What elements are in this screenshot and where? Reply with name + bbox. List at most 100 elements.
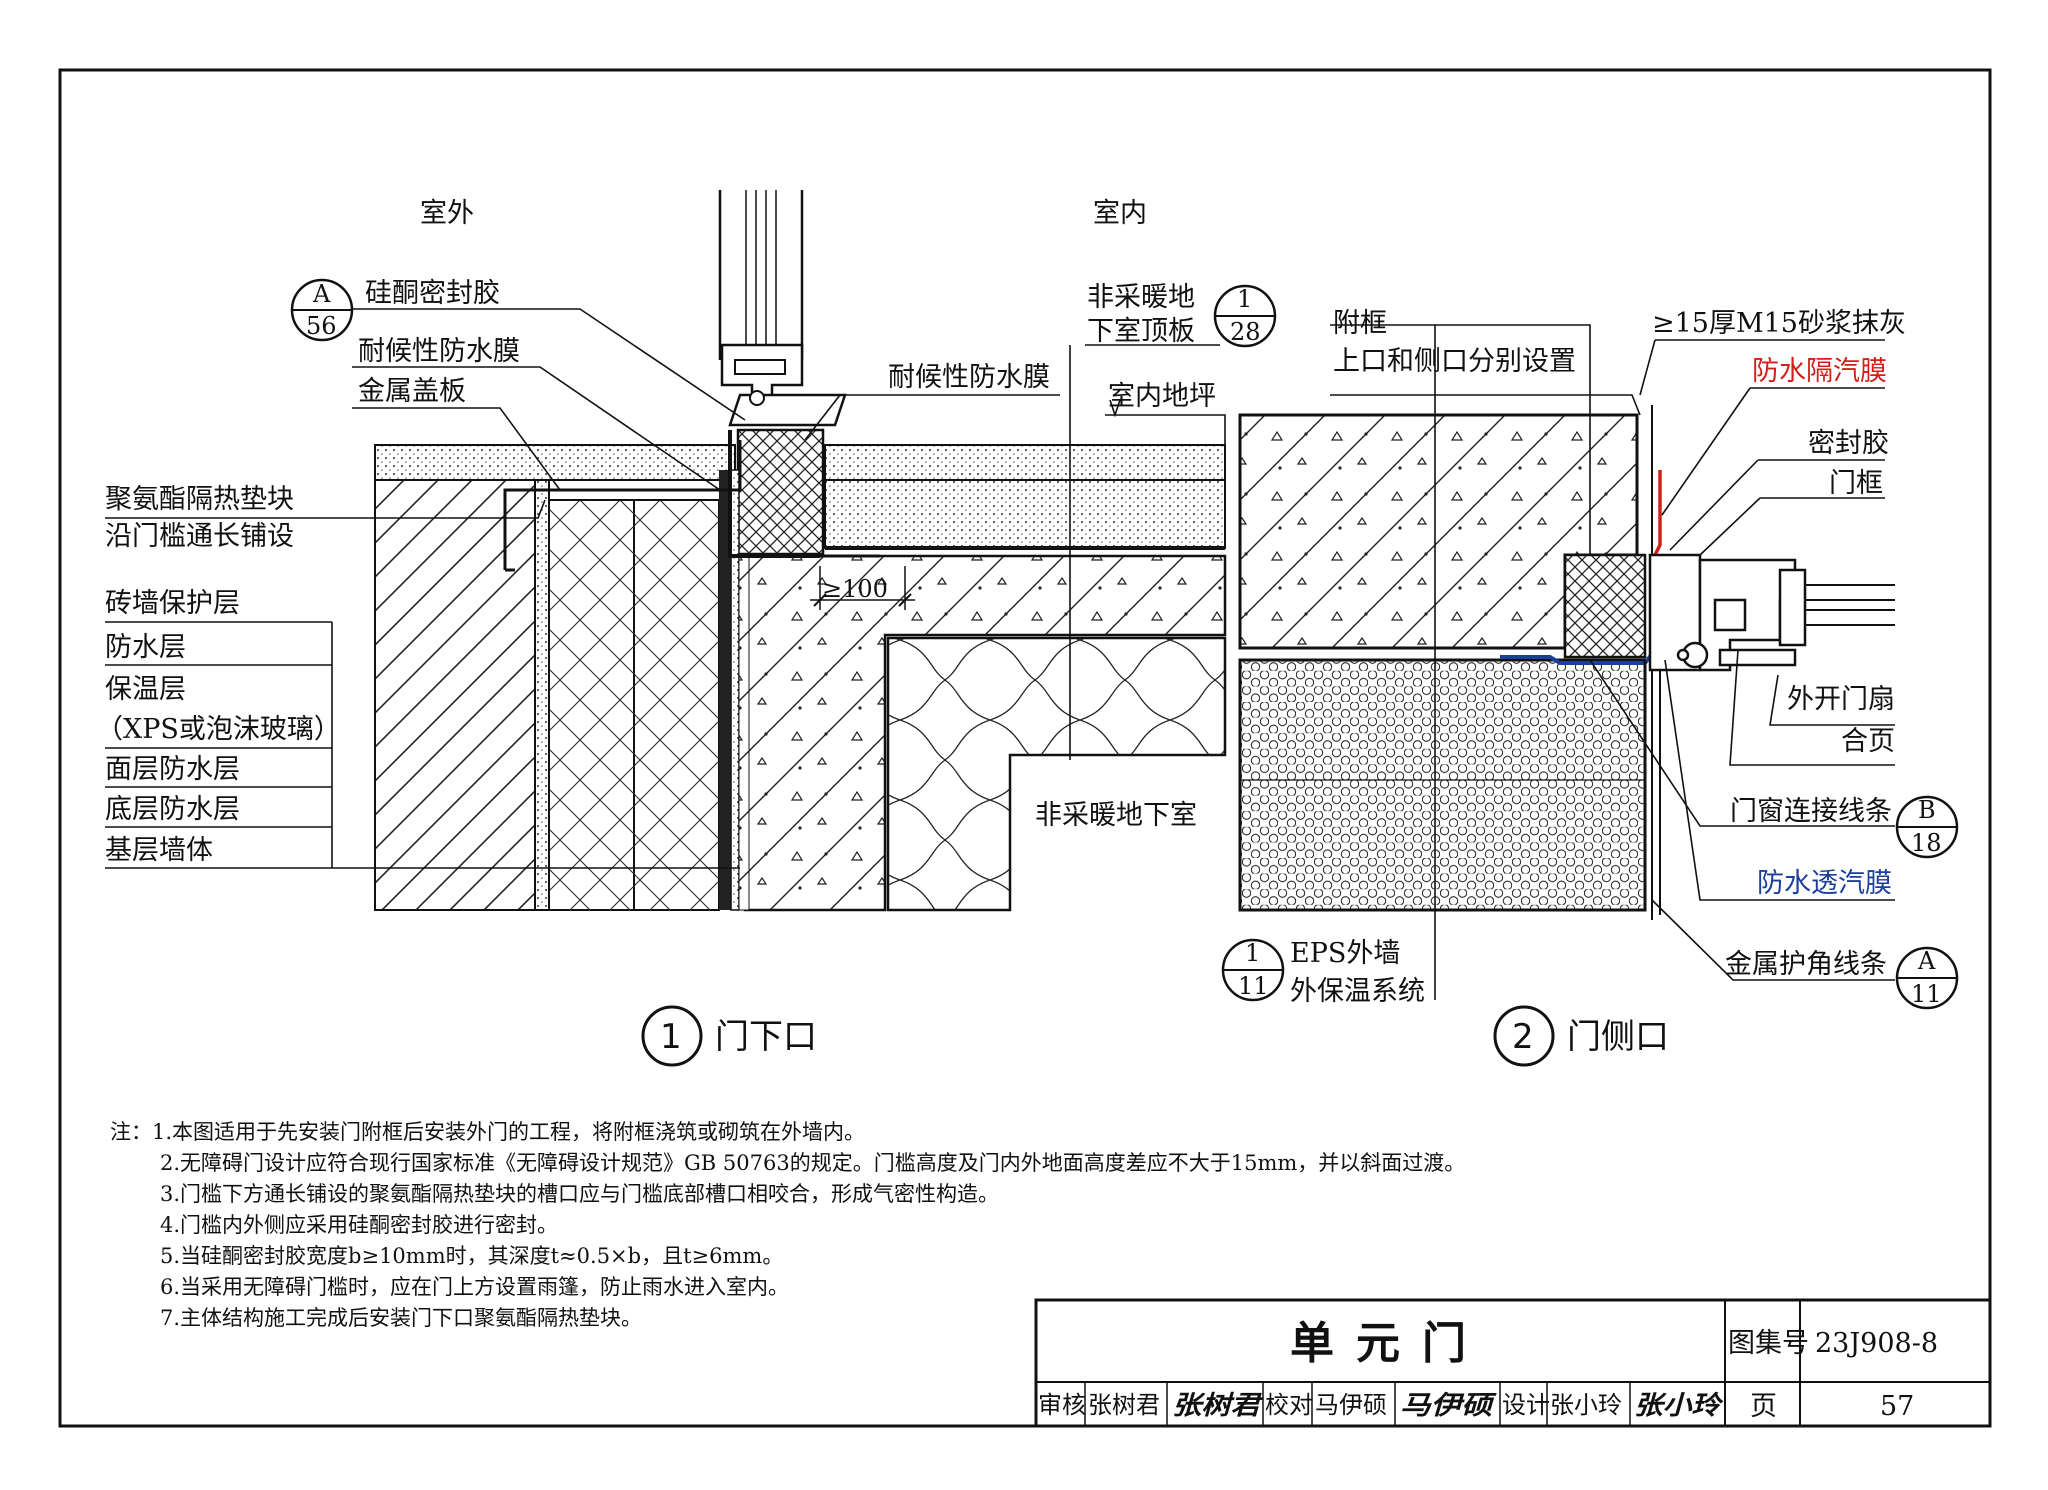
note-5: 5.当硅酮密封胶宽度b≥10mm时，其深度t≈0.5×b，且t≥6mm。 — [160, 1244, 784, 1268]
detail-2-title: 2 门侧口 — [1493, 1005, 1669, 1067]
base-waterproof — [730, 469, 740, 911]
svg-text:11: 11 — [1911, 980, 1942, 1008]
label-indoor-floor: 室内地坪 — [1108, 381, 1216, 412]
ref-bubble-1-11: 1 11 — [1221, 938, 1285, 1002]
label-unheated-basement: 非采暖地下室 — [1035, 800, 1197, 831]
svg-text:1: 1 — [1237, 285, 1252, 313]
dim-100-text: ≥100 — [822, 575, 888, 603]
svg-text:28: 28 — [1230, 318, 1261, 346]
svg-text:1: 1 — [660, 1017, 682, 1057]
label-subframe-2: 上口和侧口分别设置 — [1333, 346, 1576, 377]
label-vapor-barrier: 防水隔汽膜 — [1752, 356, 1887, 387]
layer-base-wall: 基层墙体 — [105, 835, 213, 866]
metal-cover-plate — [503, 440, 742, 570]
layer-brick-protection: 砖墙保护层 — [105, 588, 240, 619]
checker-name: 马伊硕 — [1315, 1391, 1387, 1419]
subframe-block — [1563, 553, 1647, 659]
label-eps-2: 外保温系统 — [1290, 976, 1425, 1007]
reviewer-name: 张树君 — [1088, 1391, 1160, 1419]
label-weatherproof-membrane-right: 耐候性防水膜 — [888, 362, 1050, 393]
page-label: 页 — [1750, 1391, 1777, 1422]
note-3: 3.门槛下方通长铺设的聚氨酯隔热垫块的槽口应与门槛底部槽口相咬合，形成气密性构造… — [160, 1182, 1000, 1206]
detail-1-leaders — [105, 308, 1226, 869]
door-frame-profile — [1648, 553, 1807, 672]
sheet-border — [58, 68, 1992, 1428]
title-block: 单元门 图集号 23J908-8 审核 张树君 张树君 校对 马伊硕 马伊硕 设… — [1034, 1298, 1992, 1428]
page-number: 57 — [1880, 1391, 1914, 1422]
outdoor-paving — [374, 444, 736, 481]
designer-signature: 张小玲 — [1634, 1391, 1724, 1421]
note-1: 注：1.本图适用于先安装门附框后安装外门的工程，将附框浇筑或砌筑在外墙内。 — [110, 1120, 866, 1144]
label-indoor: 室内 — [1093, 198, 1147, 229]
review-label: 审核 — [1038, 1391, 1086, 1419]
label-subframe-1: 附框 — [1333, 308, 1387, 339]
label-weatherproof-membrane-left: 耐候性防水膜 — [358, 336, 520, 367]
label-pu-block-2: 沿门槛通长铺设 — [105, 521, 294, 552]
label-eps-1: EPS外墙 — [1290, 938, 1400, 969]
layer-waterproof: 防水层 — [105, 632, 186, 663]
note-7: 7.主体结构施工完成后安装门下口聚氨酯隔热垫块。 — [160, 1306, 643, 1330]
label-door-frame: 门框 — [1829, 468, 1883, 499]
ref-bubble-1-28: 1 28 — [1213, 284, 1277, 348]
door-frame-section — [718, 190, 847, 427]
label-outdoor: 室外 — [420, 198, 474, 229]
design-label: 设计 — [1502, 1391, 1550, 1419]
label-sealant: 密封胶 — [1808, 428, 1889, 459]
ref-bubble-a11: A 11 — [1895, 946, 1959, 1010]
label-breathable-membrane: 防水透汽膜 — [1757, 868, 1892, 899]
detail-1-drawing: 室外 室内 — [96, 190, 1277, 1067]
svg-text:11: 11 — [1238, 972, 1269, 1000]
note-2: 2.无障碍门设计应符合现行国家标准《无障碍设计规范》GB 50763的规定。门槛… — [160, 1151, 1466, 1175]
label-pu-block-1: 聚氨酯隔热垫块 — [105, 484, 294, 515]
layer-base-waterproof: 底层防水层 — [105, 794, 240, 825]
atlas-label: 图集号 — [1728, 1328, 1809, 1359]
detail-2-title-text: 门侧口 — [1567, 1017, 1669, 1057]
breathable-membrane — [1500, 648, 1657, 665]
layer-surface-waterproof: 面层防水层 — [105, 754, 240, 785]
detail-2-leaders — [1330, 324, 1895, 1000]
designer-name: 张小玲 — [1550, 1391, 1622, 1419]
waterproof-layer — [534, 479, 550, 911]
label-hinge: 合页 — [1841, 726, 1895, 757]
layer-insulation-material: （XPS或泡沫玻璃） — [96, 714, 341, 745]
label-basement-roof-2: 下室顶板 — [1087, 316, 1195, 347]
svg-text:B: B — [1918, 796, 1936, 824]
svg-text:A: A — [1917, 947, 1936, 975]
label-joint-strip: 门窗连接线条 — [1730, 796, 1892, 827]
note-4: 4.门槛内外侧应采用硅酮密封胶进行密封。 — [160, 1213, 559, 1237]
svg-text:2: 2 — [1512, 1017, 1534, 1057]
indoor-insulation — [824, 479, 1226, 549]
svg-text:56: 56 — [306, 312, 337, 340]
check-label: 校对 — [1265, 1391, 1313, 1419]
brick-protection-layer — [374, 479, 536, 911]
label-metal-cover: 金属盖板 — [358, 376, 466, 407]
eps-insulation — [1238, 658, 1647, 912]
svg-text:1: 1 — [1245, 939, 1260, 967]
detail-1-title-text: 门下口 — [715, 1017, 817, 1057]
svg-text:18: 18 — [1911, 829, 1942, 857]
layer-insulation: 保温层 — [105, 674, 186, 705]
base-wall — [738, 555, 750, 911]
basement-ceiling-insulation — [886, 636, 1227, 912]
svg-text:A: A — [312, 280, 331, 308]
atlas-number: 23J908-8 — [1815, 1328, 1938, 1359]
pu-thermal-block — [736, 428, 825, 556]
surface-waterproof — [719, 470, 731, 910]
reviewer-signature: 张树君 — [1172, 1391, 1264, 1421]
label-corner-bead: 金属护角线条 — [1725, 949, 1887, 980]
drawing-title: 单元门 — [1290, 1318, 1488, 1369]
label-outward-leaf: 外开门扇 — [1787, 684, 1895, 715]
detail-2-drawing: 附框 上口和侧口分别设置 ≥15厚M15砂浆抹灰 防水隔汽膜 密封胶 门框 外开… — [1221, 308, 1959, 1067]
label-mortar: ≥15厚M15砂浆抹灰 — [1652, 308, 1906, 339]
note-6: 6.当采用无障碍门槛时，应在门上方设置雨篷，防止雨水进入室内。 — [160, 1275, 790, 1299]
ref-bubble-a56: A 56 — [290, 278, 354, 342]
dimension-100: ≥100 — [810, 566, 915, 610]
label-basement-roof-1: 非采暖地 — [1087, 282, 1195, 313]
ref-bubble-b18: B 18 — [1895, 795, 1959, 859]
checker-signature: 马伊硕 — [1400, 1391, 1497, 1421]
detail-1-title: 1 门下口 — [641, 1005, 817, 1067]
indoor-screed — [824, 444, 1226, 481]
door-leaf-glass — [1805, 584, 1895, 626]
label-silicone-sealant: 硅酮密封胶 — [365, 278, 500, 309]
